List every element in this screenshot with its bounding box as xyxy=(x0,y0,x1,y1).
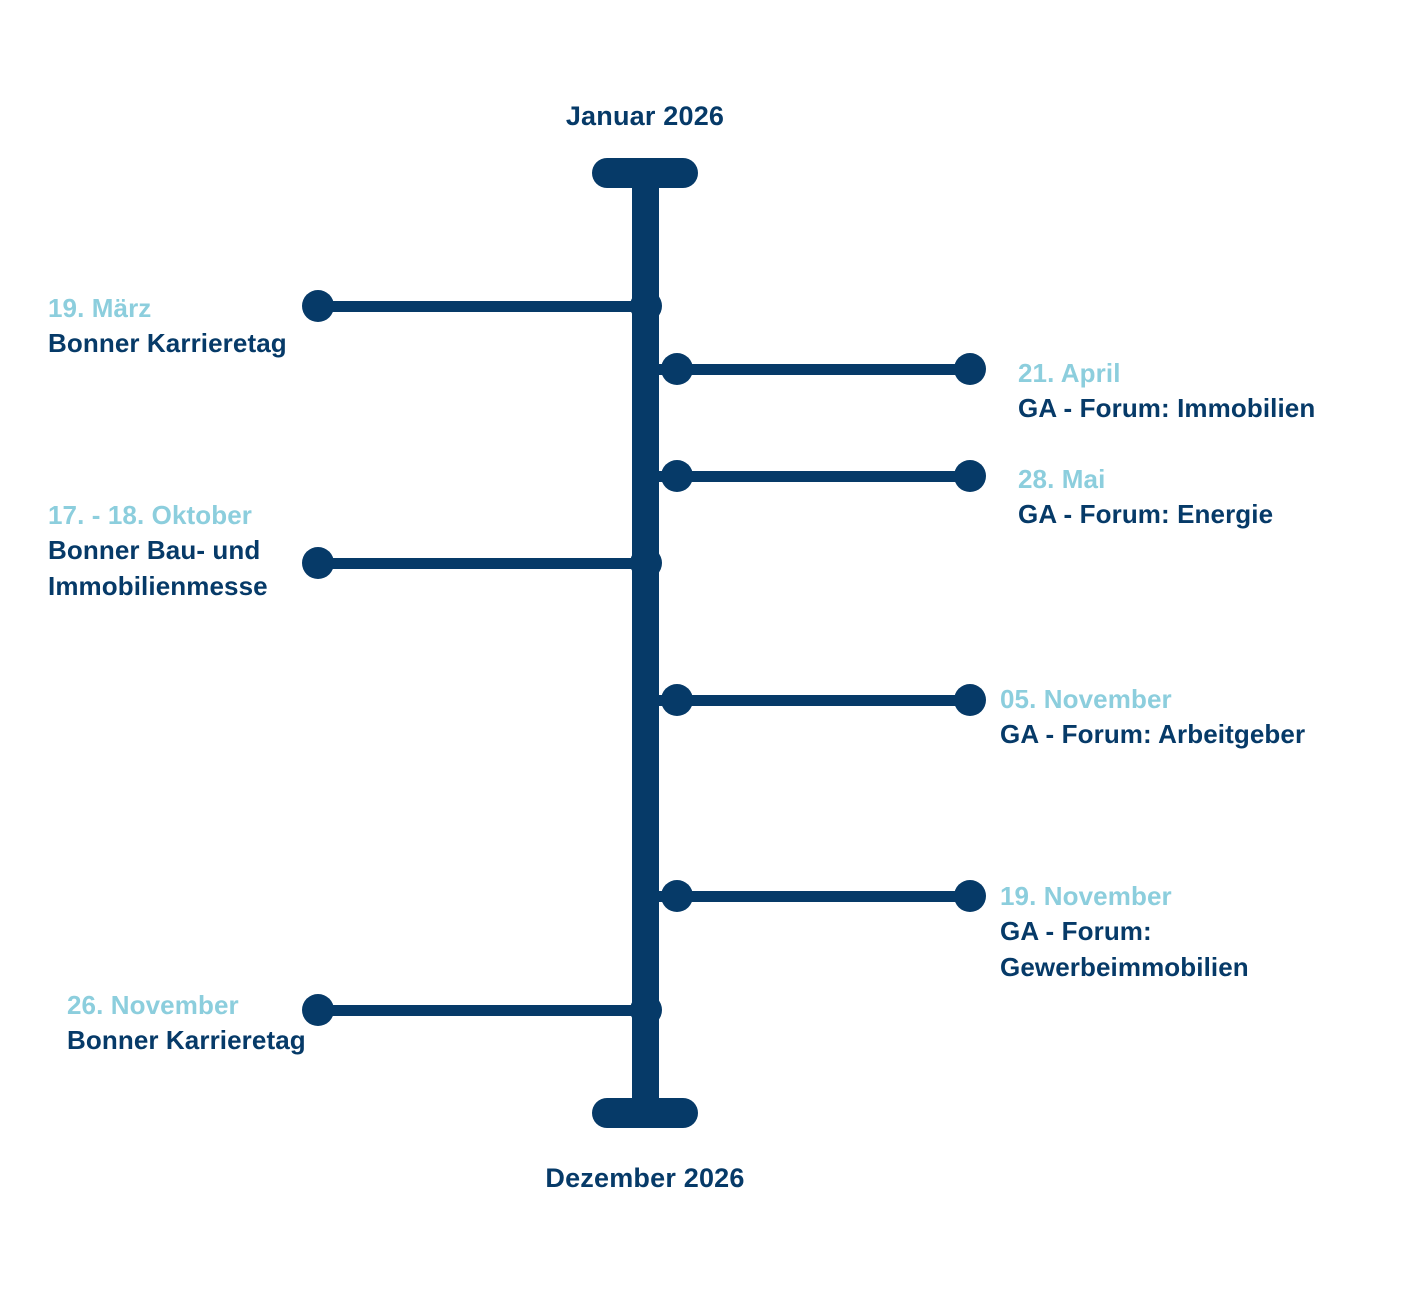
branch-connector xyxy=(318,301,648,312)
branch-node-axis xyxy=(661,684,693,716)
entry-date: 19. November xyxy=(1000,881,1172,911)
branch-connector xyxy=(318,1005,648,1016)
timeline-start-label: Januar 2026 xyxy=(565,101,725,131)
branch-node-endpoint xyxy=(954,880,986,912)
branch-node-axis xyxy=(630,994,662,1026)
branch-node-axis xyxy=(661,460,693,492)
entry-title: GA - Forum: Immobilien xyxy=(1018,393,1316,424)
entry-date: 19. März xyxy=(48,293,152,323)
timeline-entry-0[interactable]: 19. März Bonner Karrieretag xyxy=(48,291,298,362)
entry-title: GA - Forum: Energie xyxy=(1018,499,1274,530)
entry-title: Bonner Bau- und xyxy=(48,535,261,566)
timeline-entry-2[interactable]: 28. Mai GA - Forum: Energie xyxy=(1018,462,1388,533)
entry-date: 28. Mai xyxy=(1018,464,1106,494)
branch-node-endpoint xyxy=(954,684,986,716)
branch-node-axis xyxy=(630,547,662,579)
timeline-entry-3[interactable]: 17. - 18. Oktober Bonner Bau- und Immobi… xyxy=(48,498,300,604)
branch-node-axis xyxy=(661,880,693,912)
branch-connector xyxy=(318,558,648,569)
entry-title-cont: Immobilienmesse xyxy=(48,570,268,601)
branch-connector xyxy=(645,695,975,706)
branch-node-endpoint xyxy=(302,547,334,579)
timeline-entry-1[interactable]: 21. April GA - Forum: Immobilien xyxy=(1018,356,1388,427)
entry-title: Bonner Karrieretag xyxy=(48,328,287,359)
branch-connector xyxy=(645,364,975,375)
branch-node-axis xyxy=(630,290,662,322)
branch-connector xyxy=(645,471,975,482)
branch-node-endpoint xyxy=(302,290,334,322)
branch-node-endpoint xyxy=(302,994,334,1026)
entry-title-cont: Gewerbeimmobilien xyxy=(1000,951,1249,982)
entry-date: 21. April xyxy=(1018,358,1121,388)
timeline-entry-5[interactable]: 19. November GA - Forum: Gewerbeimmobili… xyxy=(1000,879,1390,985)
entry-date: 17. - 18. Oktober xyxy=(48,500,252,530)
timeline-entry-6[interactable]: 26. November Bonner Karrieretag xyxy=(67,988,307,1059)
branch-node-axis xyxy=(661,353,693,385)
entry-date: 05. November xyxy=(1000,684,1172,714)
timeline-entry-4[interactable]: 05. November GA - Forum: Arbeitgeber xyxy=(1000,682,1390,753)
timeline-axis-cap-bottom xyxy=(592,1098,698,1128)
entry-title: GA - Forum: Arbeitgeber xyxy=(1000,719,1306,750)
entry-title: Bonner Karrieretag xyxy=(67,1025,306,1056)
timeline-axis-cap-top xyxy=(592,158,698,188)
branch-node-endpoint xyxy=(954,353,986,385)
entry-title: GA - Forum: xyxy=(1000,916,1152,947)
timeline-end-label: Dezember 2026 xyxy=(545,1163,745,1193)
branch-connector xyxy=(645,891,975,902)
branch-node-endpoint xyxy=(954,460,986,492)
entry-date: 26. November xyxy=(67,990,239,1020)
